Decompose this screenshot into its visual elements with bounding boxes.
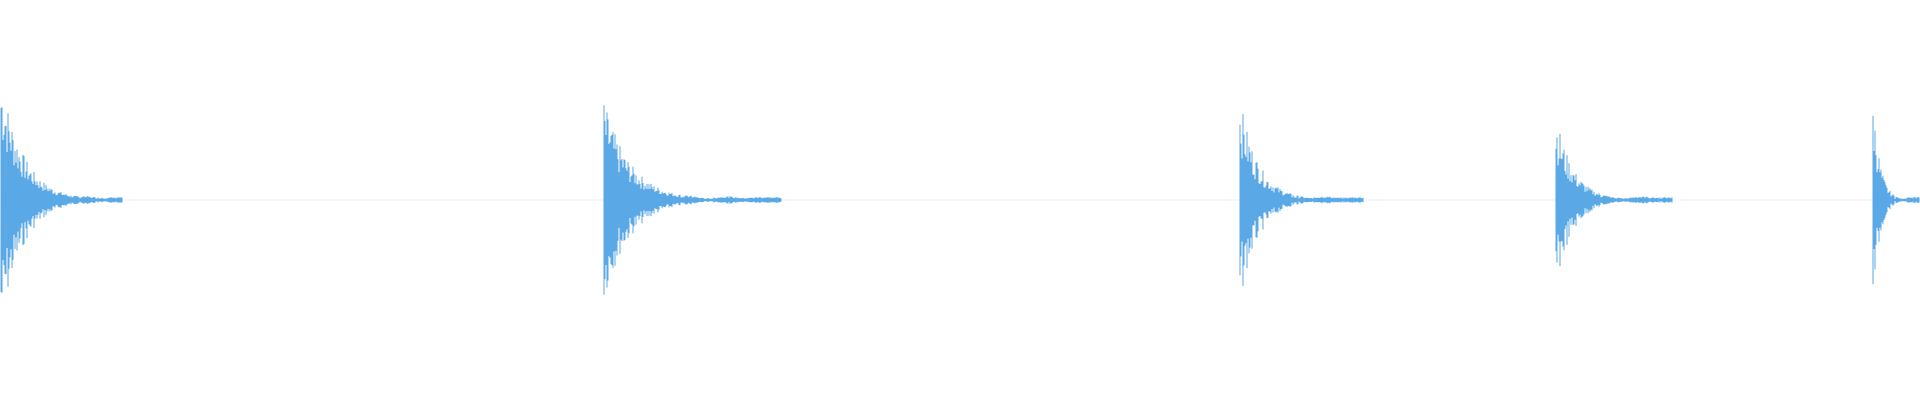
waveform-event-5 [1872, 115, 1920, 285]
waveform-event-3 [1239, 114, 1364, 286]
waveform-event-4 [1555, 133, 1673, 267]
waveform-event-1 [0, 107, 123, 293]
waveform-event-2 [603, 105, 782, 295]
waveform-clips [0, 105, 1920, 295]
